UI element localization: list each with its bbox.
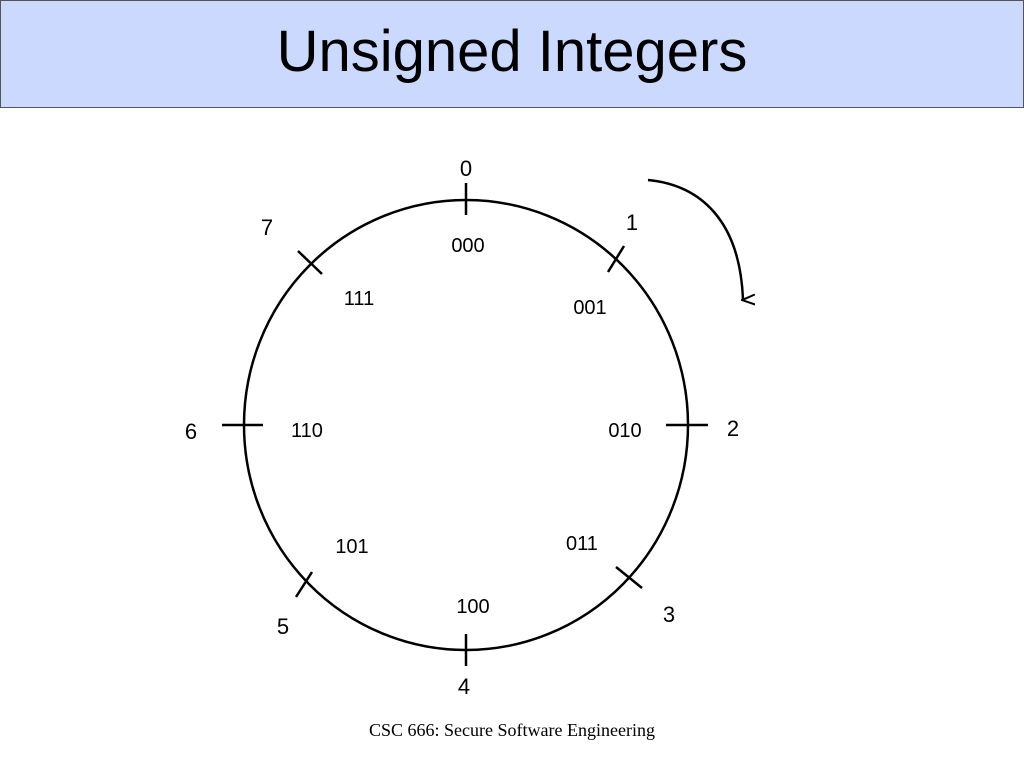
slide-title: Unsigned Integers <box>276 19 748 84</box>
tick-7 <box>297 250 323 275</box>
tick-1 <box>606 245 626 273</box>
decimal-label-0: 0 <box>460 156 472 181</box>
binary-label-111: 111 <box>344 288 374 310</box>
binary-label-110: 110 <box>291 420 323 442</box>
binary-label-000: 000 <box>451 235 484 257</box>
decimal-label-1: 1 <box>626 210 638 235</box>
decimal-label-6: 6 <box>185 419 197 444</box>
title-bar: Unsigned Integers <box>0 0 1024 108</box>
binary-label-101: 101 <box>335 536 368 558</box>
clockwise-arrow-icon <box>647 178 743 300</box>
binary-label-100: 100 <box>456 596 489 618</box>
decimal-label-2: 2 <box>727 416 739 441</box>
slide-footer: CSC 666: Secure Software Engineering <box>369 720 655 740</box>
tick-5 <box>294 571 314 598</box>
decimal-label-7: 7 <box>261 215 273 240</box>
decimal-label-4: 4 <box>458 674 470 699</box>
tick-3 <box>615 566 643 589</box>
decimal-label-3: 3 <box>663 602 675 627</box>
binary-label-001: 001 <box>573 297 606 319</box>
decimal-label-5: 5 <box>277 614 289 639</box>
binary-label-011: 011 <box>566 533 598 555</box>
binary-label-010: 010 <box>608 420 641 442</box>
